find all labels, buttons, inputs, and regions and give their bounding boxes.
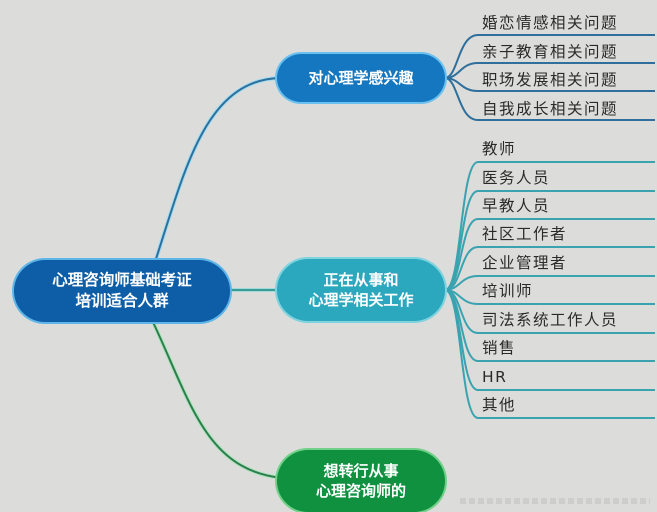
branch-label: 对心理学感兴趣 [308,68,414,87]
branch-node-working-in-related-fields[interactable]: 正在从事和 心理学相关工作 [277,259,445,321]
leaf-item: 培训师 [482,282,534,300]
leaf-item: 医务人员 [482,169,551,187]
leaf-item: 销售 [482,339,517,357]
branch-node-career-changers[interactable]: 想转行从事 心理咨询师的 [277,450,445,512]
leaf-item: 职场发展相关问题 [482,71,619,89]
branch-node-interested-in-psychology[interactable]: 对心理学感兴趣 [277,54,445,102]
root-node[interactable]: 心理咨询师基础考证 培训适合人群 [14,260,230,322]
leaf-item: 社区工作者 [482,225,568,243]
root-node-label: 心理咨询师基础考证 培训适合人群 [52,271,192,310]
leaf-item: 司法系统工作人员 [482,311,619,329]
leaf-item: 企业管理者 [482,254,568,272]
leaf-item: 亲子教育相关问题 [482,43,619,61]
leaf-item: 早教人员 [482,197,551,215]
leaf-item: 教师 [482,140,517,158]
branch-label: 正在从事和 心理学相关工作 [308,270,414,309]
watermark [460,498,650,504]
branch-label: 想转行从事 心理咨询师的 [315,461,406,500]
leaf-item: HR [482,368,508,386]
leaf-item: 自我成长相关问题 [482,100,619,118]
leaf-item: 婚恋情感相关问题 [482,14,619,32]
leaf-item: 其他 [482,396,517,414]
